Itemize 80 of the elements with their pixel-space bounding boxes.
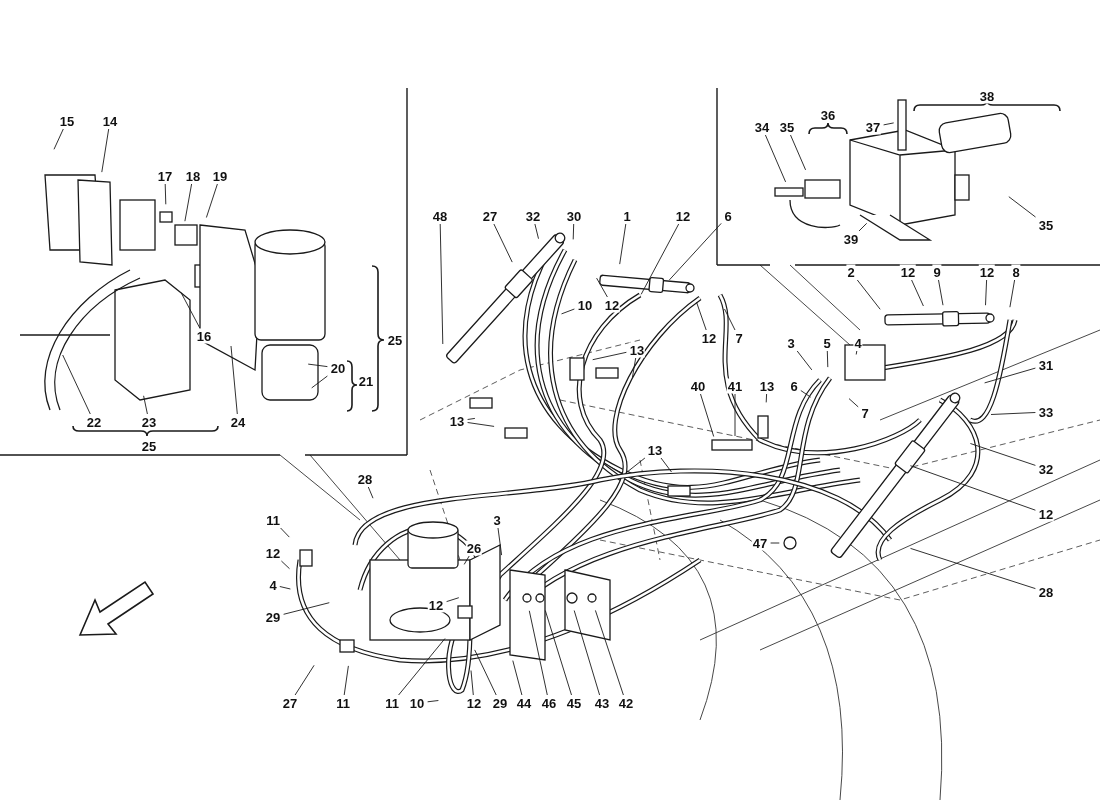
leader-line — [724, 308, 736, 331]
leader-line — [696, 301, 707, 331]
leader-line — [343, 665, 349, 696]
leader-line — [592, 351, 627, 361]
callout-number: 8 — [1011, 264, 1021, 280]
leader-line — [294, 664, 315, 696]
leader-line — [398, 638, 446, 696]
leader-line — [1008, 196, 1036, 218]
leader-line — [910, 547, 1036, 590]
leader-line — [205, 183, 218, 218]
leader-line — [800, 390, 812, 398]
leader-line — [493, 223, 513, 263]
leader-line — [427, 700, 439, 703]
leader-line — [969, 443, 1036, 466]
callout-number: 9 — [932, 264, 942, 280]
leader-line — [765, 393, 768, 403]
leader-line — [855, 350, 858, 355]
callout-number: 12 — [899, 264, 917, 280]
leader-line — [467, 417, 476, 420]
leader-line — [990, 412, 1036, 415]
callout-number: 16 — [195, 328, 213, 344]
leader-line — [367, 486, 374, 499]
leader-line — [911, 279, 924, 307]
leader-line — [619, 223, 627, 265]
leader-line — [534, 223, 539, 240]
leader-line — [53, 128, 64, 150]
leader-line — [143, 395, 148, 415]
leader-line — [311, 375, 328, 389]
leader-line — [572, 223, 575, 240]
leader-line — [848, 398, 859, 408]
leader-line — [497, 527, 503, 556]
leader-line — [883, 122, 895, 126]
leader-line — [307, 363, 328, 368]
leader-line — [985, 279, 988, 306]
leader-line — [101, 128, 110, 173]
leader-line — [596, 277, 608, 298]
leader-line — [280, 527, 290, 538]
callout-number: 12 — [978, 264, 996, 280]
leader-line — [474, 649, 497, 696]
leader-line — [230, 345, 238, 415]
leader-line — [280, 560, 290, 570]
leader-line — [279, 586, 291, 590]
leader-line — [826, 350, 829, 368]
leader-line — [856, 279, 881, 310]
leader-line — [660, 457, 672, 473]
leader-line — [283, 602, 330, 615]
leader-line — [909, 465, 1036, 511]
leader-line — [770, 542, 780, 544]
leader-line — [624, 457, 646, 474]
leader-line — [700, 393, 715, 437]
leader-line — [984, 367, 1036, 384]
leader-line — [463, 555, 470, 565]
leader-line — [467, 422, 495, 427]
leader-line — [790, 134, 807, 171]
leader-line — [184, 183, 193, 222]
leader-line — [734, 393, 736, 437]
leader-line — [164, 183, 167, 205]
leader-line — [512, 660, 523, 696]
leader-line — [764, 134, 787, 183]
leader-line — [446, 597, 460, 603]
leader-line — [180, 292, 201, 329]
leader-line — [631, 357, 637, 379]
leader-line — [668, 222, 722, 281]
leader-line — [1009, 279, 1016, 308]
leader-line — [796, 350, 813, 371]
leader-line — [544, 610, 572, 696]
callout-number: 2 — [846, 264, 856, 280]
callout-number: 26 — [465, 540, 483, 556]
leader-line — [528, 610, 548, 696]
leader-line — [938, 279, 944, 306]
leader-line — [561, 308, 575, 315]
callout-number: 13 — [628, 342, 646, 358]
leader-line — [640, 223, 680, 295]
leader-line — [62, 354, 91, 415]
leader-line — [594, 609, 624, 696]
leader-line — [573, 610, 601, 696]
leader-line — [470, 670, 474, 696]
leader-line — [439, 223, 444, 345]
callout-number: 41 — [726, 378, 744, 394]
leader-line — [858, 222, 868, 232]
